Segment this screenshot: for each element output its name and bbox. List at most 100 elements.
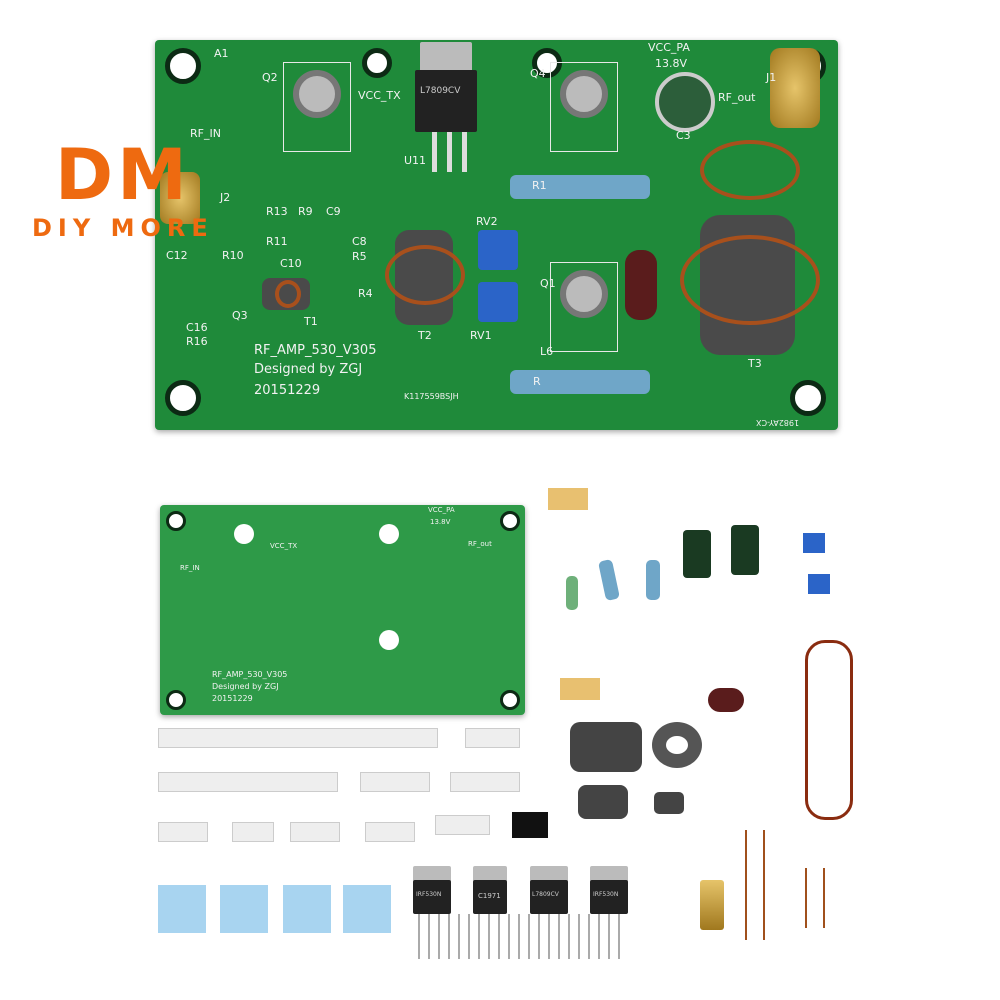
silk-label: C3 xyxy=(676,129,691,142)
transistor xyxy=(413,880,451,914)
trimmer-rv2 xyxy=(478,230,518,270)
transistor xyxy=(590,880,628,914)
regulator-marking: L7809CV xyxy=(420,86,461,96)
silk-label: RF_out xyxy=(468,540,492,548)
electrolytic-capacitor xyxy=(731,525,759,575)
silk-label: L6 xyxy=(540,345,554,358)
silk-label: VCC_TX xyxy=(358,89,401,102)
pad xyxy=(379,524,399,544)
silk-label: Q2 xyxy=(262,71,278,84)
axial-resistor xyxy=(597,558,621,602)
silk-label: R10 xyxy=(222,249,244,262)
coil-t3 xyxy=(680,235,820,325)
silk-label: R9 xyxy=(298,205,313,218)
silk-label: C9 xyxy=(326,205,341,218)
q1-outline xyxy=(550,262,618,352)
smd-strip xyxy=(158,728,438,748)
electrolytic-capacitor xyxy=(683,530,711,578)
smd-strip xyxy=(365,822,415,842)
part-marking: IRF530N xyxy=(593,891,619,898)
silk-label: VCC_TX xyxy=(270,542,298,550)
board-name: RF_AMP_530_V305 xyxy=(212,670,288,679)
silk-label: Q4 xyxy=(530,67,546,80)
silk-label: C8 xyxy=(352,235,367,248)
toroid-core xyxy=(652,722,702,768)
silk-label: RV1 xyxy=(470,329,492,342)
pad xyxy=(234,524,254,544)
smd-strip xyxy=(360,772,430,792)
bare-pcb xyxy=(160,505,525,715)
smd-strip xyxy=(158,822,208,842)
transistor xyxy=(473,880,507,914)
brand-logo-text: DIY MORE xyxy=(32,214,214,242)
regulator-tab xyxy=(420,42,472,72)
binocular-core xyxy=(570,722,642,772)
axial-resistor xyxy=(646,560,660,600)
silk-label: C16 xyxy=(186,321,208,334)
silk-label: R13 xyxy=(266,205,288,218)
board-designer: Designed by ZGJ xyxy=(254,362,363,377)
q4-outline xyxy=(550,62,618,152)
board-date: 20151229 xyxy=(212,694,253,703)
tape-label xyxy=(560,678,600,700)
brand-logo-mark: DM xyxy=(55,134,191,216)
transistor xyxy=(530,880,568,914)
silk-label: RF_IN xyxy=(190,127,221,140)
coil-t2 xyxy=(385,245,465,305)
silk-label: Q1 xyxy=(540,277,556,290)
inductor xyxy=(566,576,578,610)
transistor-tab xyxy=(530,866,568,882)
coil-l1 xyxy=(700,140,800,200)
thermal-pad xyxy=(158,885,206,933)
copper-wire xyxy=(805,868,825,928)
silk-label: T1 xyxy=(304,315,318,328)
silk-label: R1 xyxy=(532,179,547,192)
part-marking: L7809CV xyxy=(532,891,559,898)
q2-outline xyxy=(283,62,351,152)
thermal-pad xyxy=(343,885,391,933)
silk-label: T3 xyxy=(748,357,762,370)
mount-hole xyxy=(790,380,826,416)
silk-label: R xyxy=(533,375,541,388)
part-marking: C1971 xyxy=(478,892,501,900)
regulator-legs xyxy=(432,132,468,172)
smd-strip xyxy=(435,815,490,835)
board-name: RF_AMP_530_V305 xyxy=(254,343,377,358)
mount-hole xyxy=(532,48,562,78)
silk-label: J1 xyxy=(766,71,777,84)
binocular-core-small xyxy=(578,785,628,819)
trimmer xyxy=(808,574,830,594)
mount-hole xyxy=(166,690,186,710)
silk-label: J2 xyxy=(220,191,231,204)
q1-pad xyxy=(560,270,608,318)
mount-hole xyxy=(500,511,520,531)
thermal-pad xyxy=(220,885,268,933)
transistor-legs xyxy=(418,914,628,959)
silk-label: Q3 xyxy=(232,309,248,322)
copper-wire xyxy=(745,830,765,940)
silk-label: RF_out xyxy=(718,91,756,104)
silk-label: C12 xyxy=(166,249,188,262)
board-serial: K117559BSJH xyxy=(404,392,459,401)
part-marking: IRF530N xyxy=(416,891,442,898)
silk-label: A1 xyxy=(214,47,229,60)
smd-strip xyxy=(465,728,520,748)
trimmer-rv1 xyxy=(478,282,518,322)
transistor-tab xyxy=(590,866,628,882)
sma-connector xyxy=(700,880,724,930)
mount-hole xyxy=(362,48,392,78)
silk-label: 13.8V xyxy=(655,57,688,70)
smd-strip xyxy=(158,772,338,792)
smd-strip xyxy=(232,822,274,842)
resistor-r1 xyxy=(510,175,650,199)
silk-label: R4 xyxy=(358,287,373,300)
tape-label xyxy=(548,488,588,510)
mount-hole xyxy=(166,511,186,531)
q2-pad xyxy=(293,70,341,118)
silk-label: VCC_PA xyxy=(428,506,455,514)
capacitor-c4 xyxy=(625,250,657,320)
silk-label: R5 xyxy=(352,250,367,263)
resistor-r3 xyxy=(510,370,650,394)
sma-connector-j2 xyxy=(160,172,200,224)
